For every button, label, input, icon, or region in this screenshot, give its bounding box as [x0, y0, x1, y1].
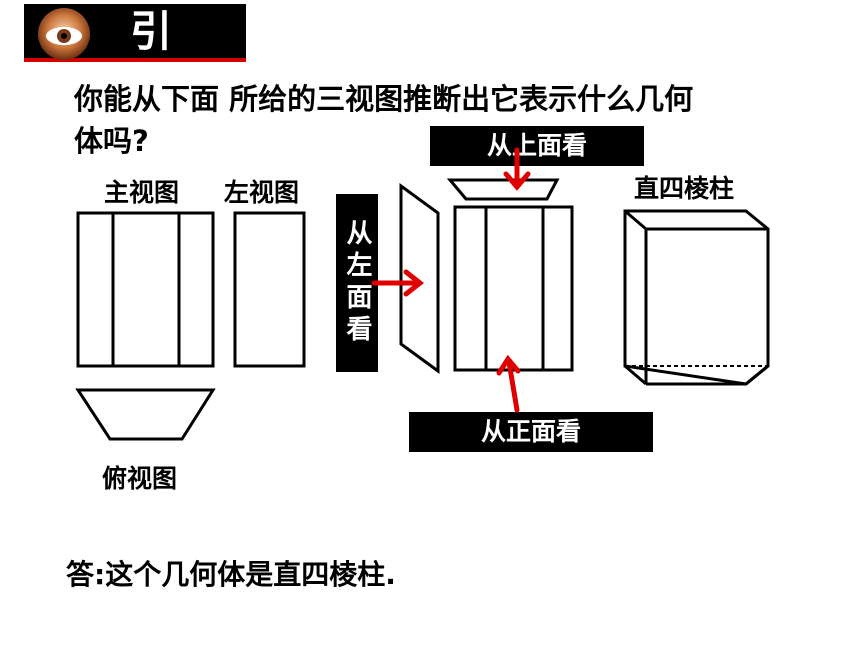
left-plate-drawing — [399, 183, 440, 374]
top-view-label: 俯视图 — [102, 464, 178, 493]
from-front-caption: 从正面看 — [409, 412, 653, 452]
from-top-caption: 从上面看 — [430, 126, 644, 166]
arrow-from-front — [496, 354, 521, 413]
front-view-label: 主视图 — [104, 178, 180, 207]
question-text: 你能从下面 所给的三视图推断出它表示什么几何 体吗? — [74, 78, 693, 162]
left-view-label: 左视图 — [224, 178, 300, 207]
left-view-drawing — [233, 211, 306, 368]
solid-name-label: 直四棱柱 — [634, 174, 735, 203]
from-left-caption: 从左面看 — [336, 194, 378, 372]
arrow-from-left — [371, 269, 425, 297]
eye-icon — [38, 8, 90, 60]
arrow-from-top — [503, 147, 531, 191]
top-plate-drawing — [446, 178, 560, 201]
top-view-drawing — [75, 388, 216, 441]
question-line-2: 体吗? — [74, 124, 149, 158]
question-line-1: 你能从下面 所给的三视图推断出它表示什么几何 — [74, 82, 694, 116]
prism-drawing — [623, 209, 770, 386]
center-front-drawing — [453, 205, 574, 372]
page-title: 引 例 — [130, 7, 195, 108]
front-view-drawing — [76, 211, 215, 368]
answer-text: 答:这个几何体是直四棱柱. — [66, 558, 396, 591]
title-banner: 引 例 — [24, 4, 246, 108]
